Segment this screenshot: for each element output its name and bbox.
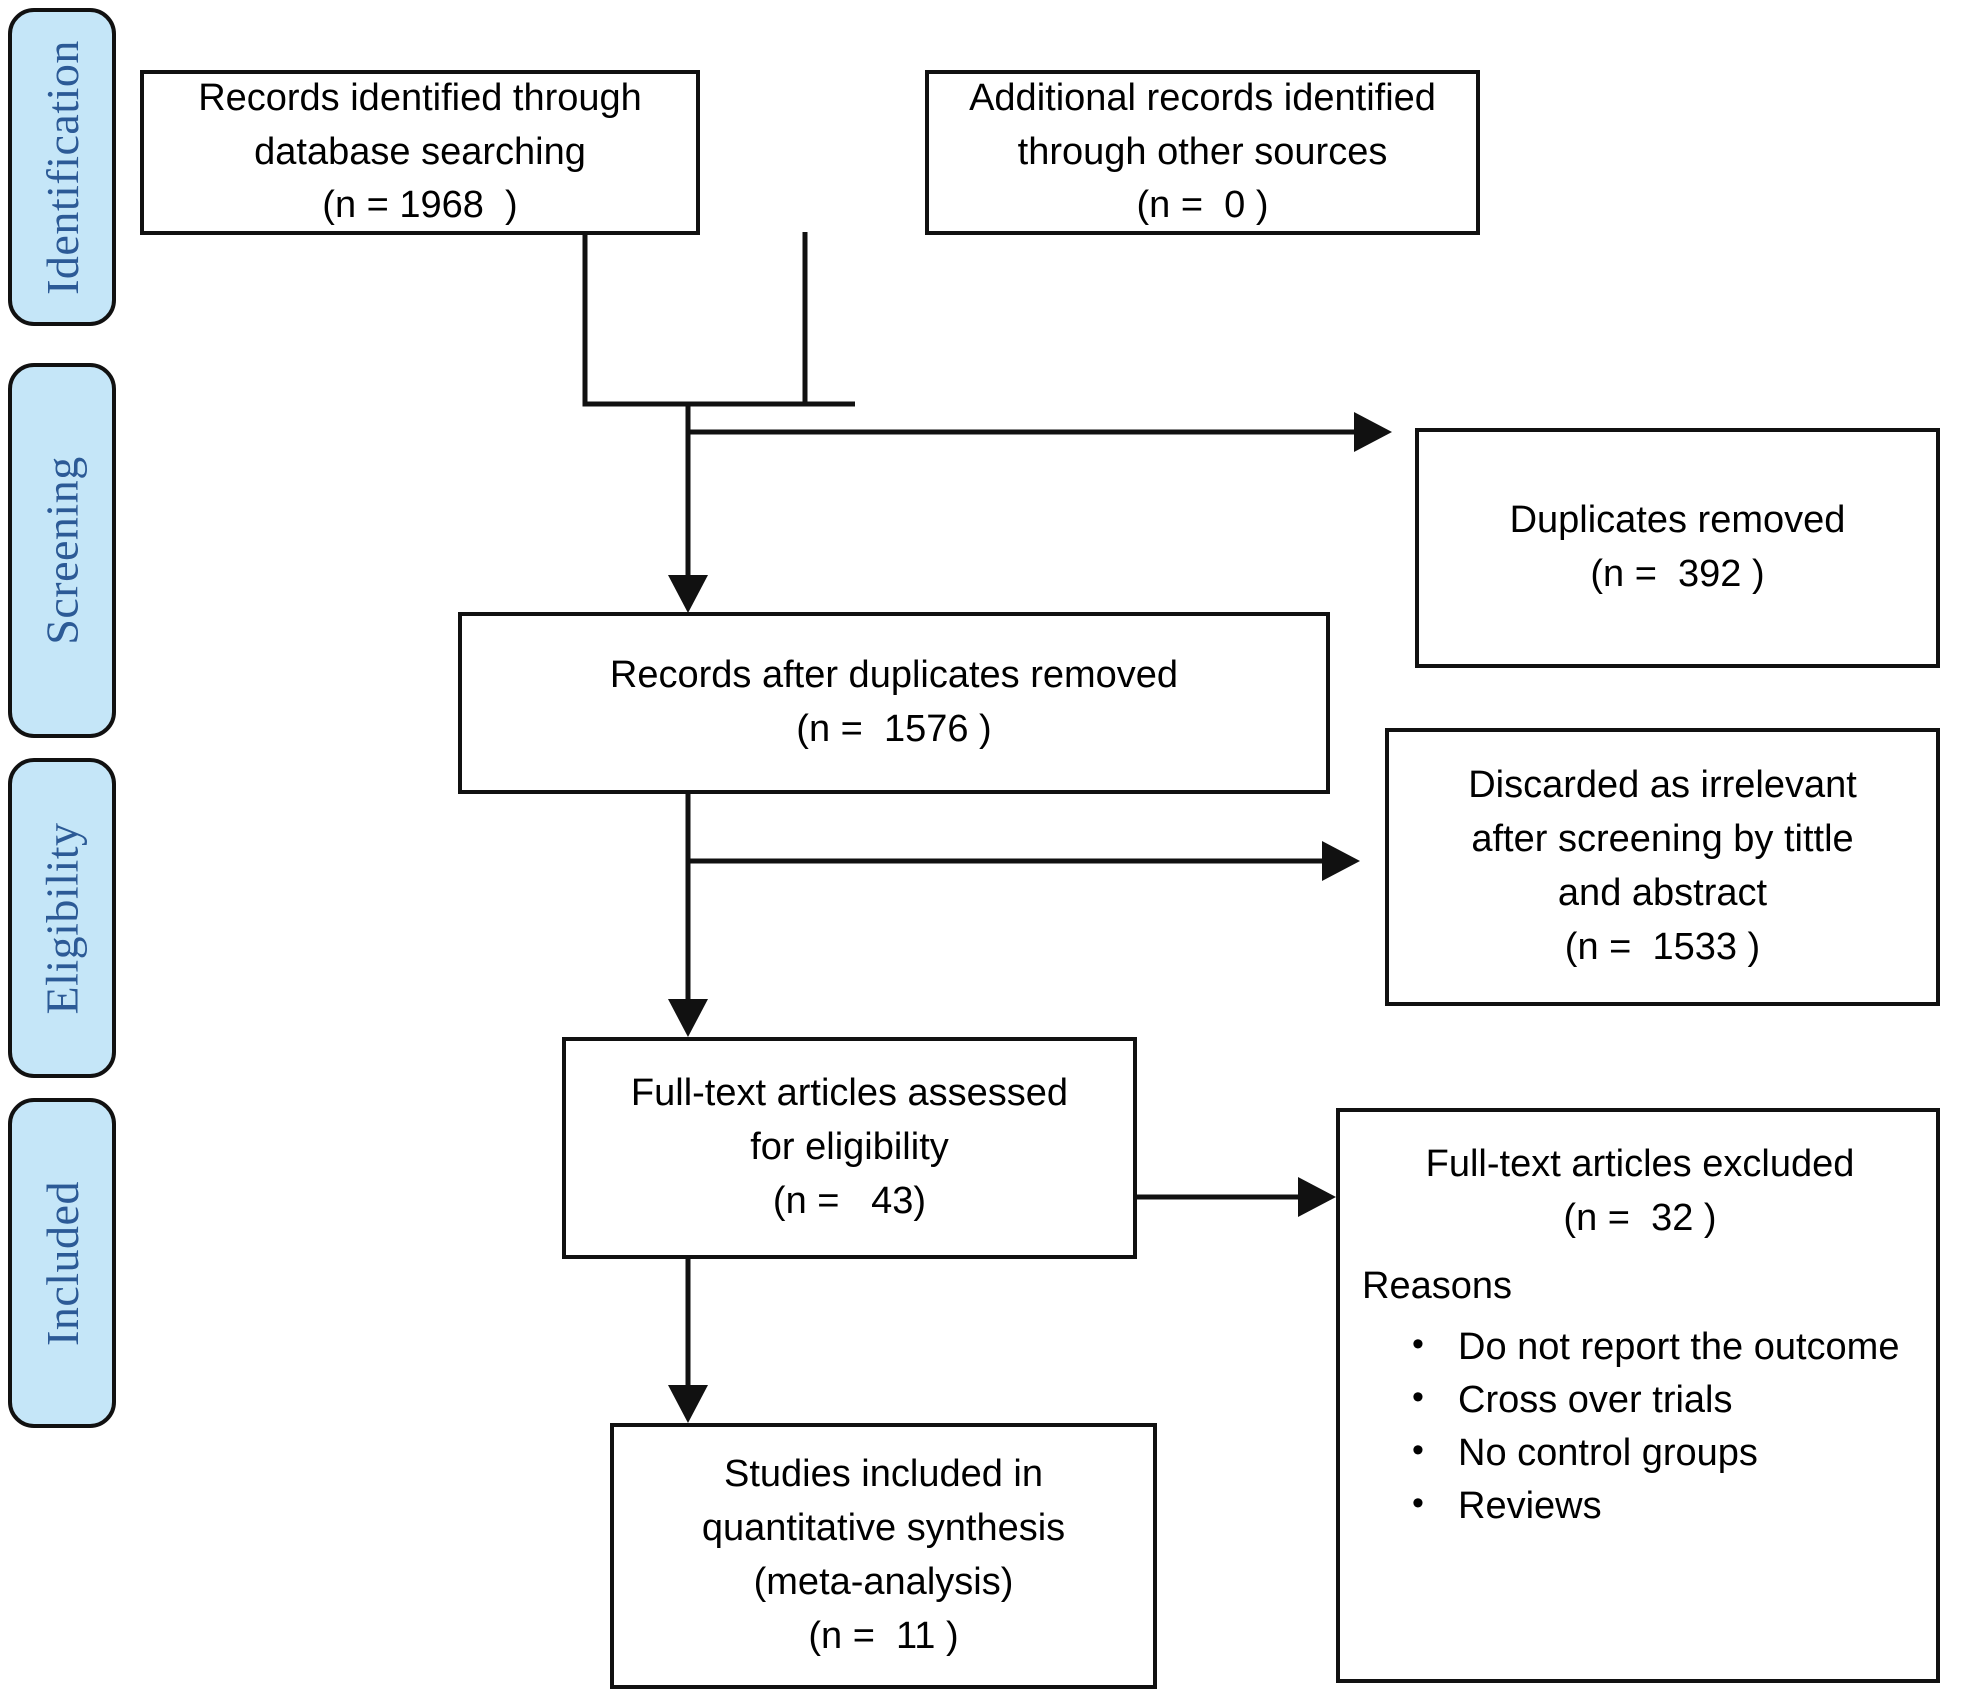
box-fulltext-articles-excluded: Full-text articles excluded (n = 32 ) Re…	[1336, 1108, 1940, 1683]
box-fulltext-articles-assessed: Full-text articles assessed for eligibil…	[562, 1037, 1137, 1259]
box-duplicates-removed: Duplicates removed (n = 392 )	[1415, 428, 1940, 668]
box-after-duplicates-line1: Records after duplicates removed	[609, 654, 1179, 697]
box-discarded-line1: Discarded as irrelevant	[1468, 764, 1857, 807]
box-discarded-as-irrelevant: Discarded as irrelevant after screening …	[1385, 728, 1940, 1006]
stage-label-eligibility: Eligibility	[8, 758, 116, 1078]
box-fulltext-excluded-reasons-heading: Reasons	[1362, 1264, 1512, 1307]
box-studies-included-line2: quantitative synthesis	[701, 1507, 1066, 1550]
list-item: • Reviews	[1412, 1481, 1918, 1532]
box-records-database-line2: database searching	[254, 130, 586, 173]
box-other-sources-line1: Additional records identified	[969, 76, 1436, 119]
exclusion-reason-text: Do not report the outcome	[1458, 1325, 1900, 1368]
box-duplicates-removed-line1: Duplicates removed	[1509, 499, 1846, 542]
stage-label-identification-text: Identification	[36, 39, 88, 295]
arrowhead-to-duplicates-removed	[1354, 412, 1392, 452]
box-fulltext-excluded-count: (n = 32 )	[1563, 1196, 1717, 1239]
connector-other-to-merge	[585, 232, 808, 407]
stage-label-included-text: Included	[36, 1180, 88, 1346]
box-fulltext-excluded-line1: Full-text articles excluded	[1425, 1143, 1855, 1185]
exclusion-reason-text: No control groups	[1458, 1431, 1758, 1474]
box-fulltext-assessed-line2: for eligibility	[750, 1126, 949, 1169]
box-records-after-duplicates-removed: Records after duplicates removed (n = 15…	[458, 612, 1330, 794]
exclusion-reason-text: Reviews	[1458, 1484, 1602, 1527]
bullet-icon: •	[1412, 1324, 1424, 1363]
box-records-database-searching: Records identified through database sear…	[140, 70, 700, 235]
box-studies-included-count: (n = 11 )	[808, 1614, 959, 1657]
bullet-icon: •	[1412, 1430, 1424, 1469]
list-item: • Cross over trials	[1412, 1375, 1918, 1426]
exclusion-reasons-list: • Do not report the outcome • Cross over…	[1362, 1322, 1918, 1534]
list-item: • Do not report the outcome	[1412, 1322, 1918, 1373]
arrowhead-to-discarded	[1322, 841, 1360, 881]
arrowhead-to-fulltext-excluded	[1298, 1177, 1336, 1217]
box-discarded-line2: after screening by tittle	[1471, 818, 1854, 861]
list-item: • No control groups	[1412, 1428, 1918, 1479]
arrowhead-to-after-duplicates	[668, 575, 708, 613]
stage-label-included: Included	[8, 1098, 116, 1428]
stage-label-eligibility-text: Eligibility	[36, 821, 88, 1015]
stage-label-identification: Identification	[8, 8, 116, 326]
stage-label-screening-text: Screening	[36, 456, 88, 645]
box-after-duplicates-count: (n = 1576 )	[796, 708, 992, 750]
box-fulltext-assessed-line1: Full-text articles assessed	[630, 1072, 1069, 1115]
bullet-icon: •	[1412, 1483, 1424, 1522]
box-records-database-count: (n = 1968 )	[322, 184, 518, 227]
box-discarded-line3: and abstract	[1557, 872, 1768, 914]
connector-database-to-merge	[582, 232, 855, 407]
bullet-icon: •	[1412, 1377, 1424, 1416]
box-fulltext-assessed-count: (n = 43)	[772, 1179, 927, 1222]
box-studies-included-line1: Studies included in	[724, 1453, 1043, 1496]
box-other-sources-line2: through other sources	[1017, 130, 1388, 173]
box-other-sources-count: (n = 0 )	[1136, 184, 1269, 227]
stage-label-screening: Screening	[8, 363, 116, 738]
box-studies-included: Studies included in quantitative synthes…	[610, 1423, 1157, 1689]
box-records-database-line1: Records identified through	[198, 76, 642, 119]
arrowhead-to-studies-included	[668, 1385, 708, 1423]
arrowhead-to-fulltext-assessed	[668, 999, 708, 1037]
exclusion-reason-text: Cross over trials	[1458, 1378, 1733, 1421]
box-duplicates-removed-count: (n = 392 )	[1590, 553, 1765, 595]
box-discarded-count: (n = 1533 )	[1564, 925, 1761, 968]
box-studies-included-line3: (meta-analysis)	[753, 1561, 1014, 1603]
box-additional-records-other-sources: Additional records identified through ot…	[925, 70, 1480, 235]
